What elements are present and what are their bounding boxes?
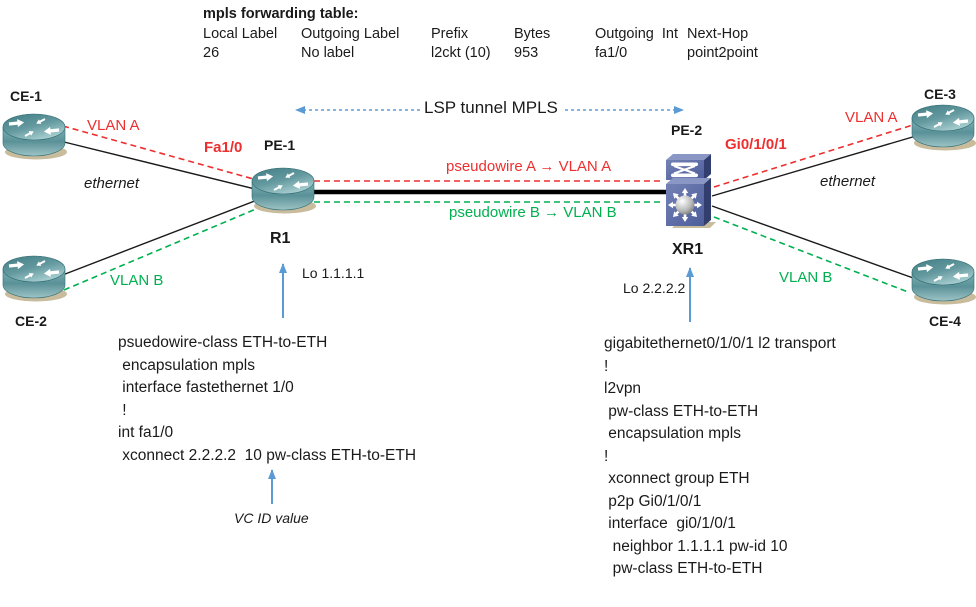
config-line-pe1: psuedowire-class ETH-to-ETH [118, 334, 328, 351]
hostname-label-r1: R1 [270, 230, 291, 247]
vlan-a-right-label: VLAN A [845, 109, 898, 126]
lsp-tunnel-label: LSP tunnel MPLS [424, 98, 558, 117]
config-line-pe2: interface gi0/1/0/1 [604, 515, 736, 532]
config-line-pe2: xconnect group ETH [604, 470, 750, 487]
device-label-pe2: PE-2 [671, 122, 703, 138]
router-icon-ce1[interactable] [1, 110, 69, 167]
config-line-pe1: xconnect 2.2.2.2 10 pw-class ETH-to-ETH [118, 446, 417, 464]
config-line-pe2: ! [604, 447, 609, 465]
config-line-pe2: encapsulation mpls [604, 425, 741, 442]
config-line-pe1: int fa1/0 [118, 424, 174, 441]
mpls-table-header: Next-Hop [687, 26, 749, 42]
device-label-ce4: CE-4 [929, 313, 961, 329]
vc-id-annotation: VC ID value [234, 510, 309, 526]
device-label-pe1: PE-1 [264, 137, 296, 153]
router-icon-ce3[interactable] [910, 101, 976, 158]
mpls-table-value: 26 [203, 45, 220, 61]
mpls-table-value-row: 26 No label l2ckt (10) 953 fa1/0 point2point [203, 44, 758, 63]
vlan-a-left-label: VLAN A [87, 117, 140, 134]
router-icon-ce2[interactable] [1, 252, 69, 309]
config-line-pe2: p2p Gi0/1/0/1 [604, 492, 702, 510]
config-line-pe2: pw-class ETH-to-ETH [604, 402, 759, 420]
link-ce1-pe1-vlan-a [62, 125, 258, 181]
link-ce2-pe1-vlan-b [63, 205, 264, 291]
mpls-table-title: mpls forwarding table: [203, 6, 359, 22]
mpls-table-header: Bytes [514, 26, 551, 42]
mpls-table-value: l2ckt (10) [431, 45, 491, 61]
pseudowire-a-label: pseudowire A → VLAN A [446, 158, 612, 175]
config-line-pe2: ! [604, 357, 609, 375]
interface-label-fa1-0: Fa1/0 [204, 139, 243, 156]
link-pe2-ce3-vlan-a [713, 123, 917, 188]
mpls-forwarding-table: mpls forwarding table: Local Label Outgoi… [203, 6, 758, 63]
link-pe2-ce4-vlan-b [713, 216, 909, 293]
mpls-table-value: 953 [514, 45, 539, 61]
pseudowire-b-label: pseudowire B → VLAN B [449, 204, 617, 221]
ethernet-right-label: ethernet [820, 173, 876, 190]
router-icon-pe1[interactable] [250, 164, 318, 221]
config-block-pe2: gigabitethernet0/1/0/1 l2 transport! l2vp… [604, 333, 836, 581]
config-line-pe1: encapsulation mpls [118, 356, 255, 374]
config-line-pe2: l2vpn [604, 380, 642, 397]
mpls-table-header: Local Label [203, 26, 278, 42]
config-line-pe2: pw-class ETH-to-ETH [604, 560, 763, 577]
mpls-table-value: No label [301, 45, 355, 61]
config-line-pe2: neighbor 1.1.1.1 pw-id 10 [604, 537, 788, 555]
config-line-pe1: interface fastethernet 1/0 [118, 379, 294, 396]
mpls-table-header-row: Local Label Outgoing Label Prefix Bytes Outg… [203, 25, 758, 44]
config-line-pe2: gigabitethernet0/1/0/1 l2 transport [604, 335, 836, 352]
device-label-ce1: CE-1 [10, 88, 42, 104]
loopback-pe1-label: Lo 1.1.1.1 [302, 265, 365, 281]
mpls-table-header: Outgoing Int [595, 26, 679, 42]
vlan-b-right-label: VLAN B [779, 269, 833, 286]
link-ce1-pe1-ethernet [59, 140, 264, 192]
xr-router-icon-pe2[interactable] [664, 152, 718, 237]
loopback-pe2-label: Lo 2.2.2.2 [623, 280, 686, 296]
mpls-table-header: Outgoing Label [301, 26, 400, 42]
config-block-pe1: psuedowire-class ETH-to-ETH encapsulatio… [118, 332, 416, 467]
mpls-table-value: point2point [687, 45, 758, 61]
router-icon-ce4[interactable] [910, 255, 976, 312]
config-line-pe1: ! [118, 401, 127, 419]
interface-label-gi0-1-0-1: Gi0/1/0/1 [725, 136, 787, 153]
vlan-b-left-label: VLAN B [110, 272, 164, 289]
device-label-ce2: CE-2 [15, 313, 47, 329]
ethernet-left-label: ethernet [84, 175, 140, 192]
mpls-table-value: fa1/0 [595, 45, 628, 61]
device-label-ce3: CE-3 [924, 86, 956, 102]
link-pe2-ce3-ethernet [711, 135, 917, 197]
mpls-table-header: Prefix [431, 26, 469, 42]
link-pe2-ce4-ethernet [711, 205, 917, 280]
hostname-label-xr1: XR1 [672, 241, 704, 258]
link-ce2-pe1-ethernet [59, 196, 266, 277]
